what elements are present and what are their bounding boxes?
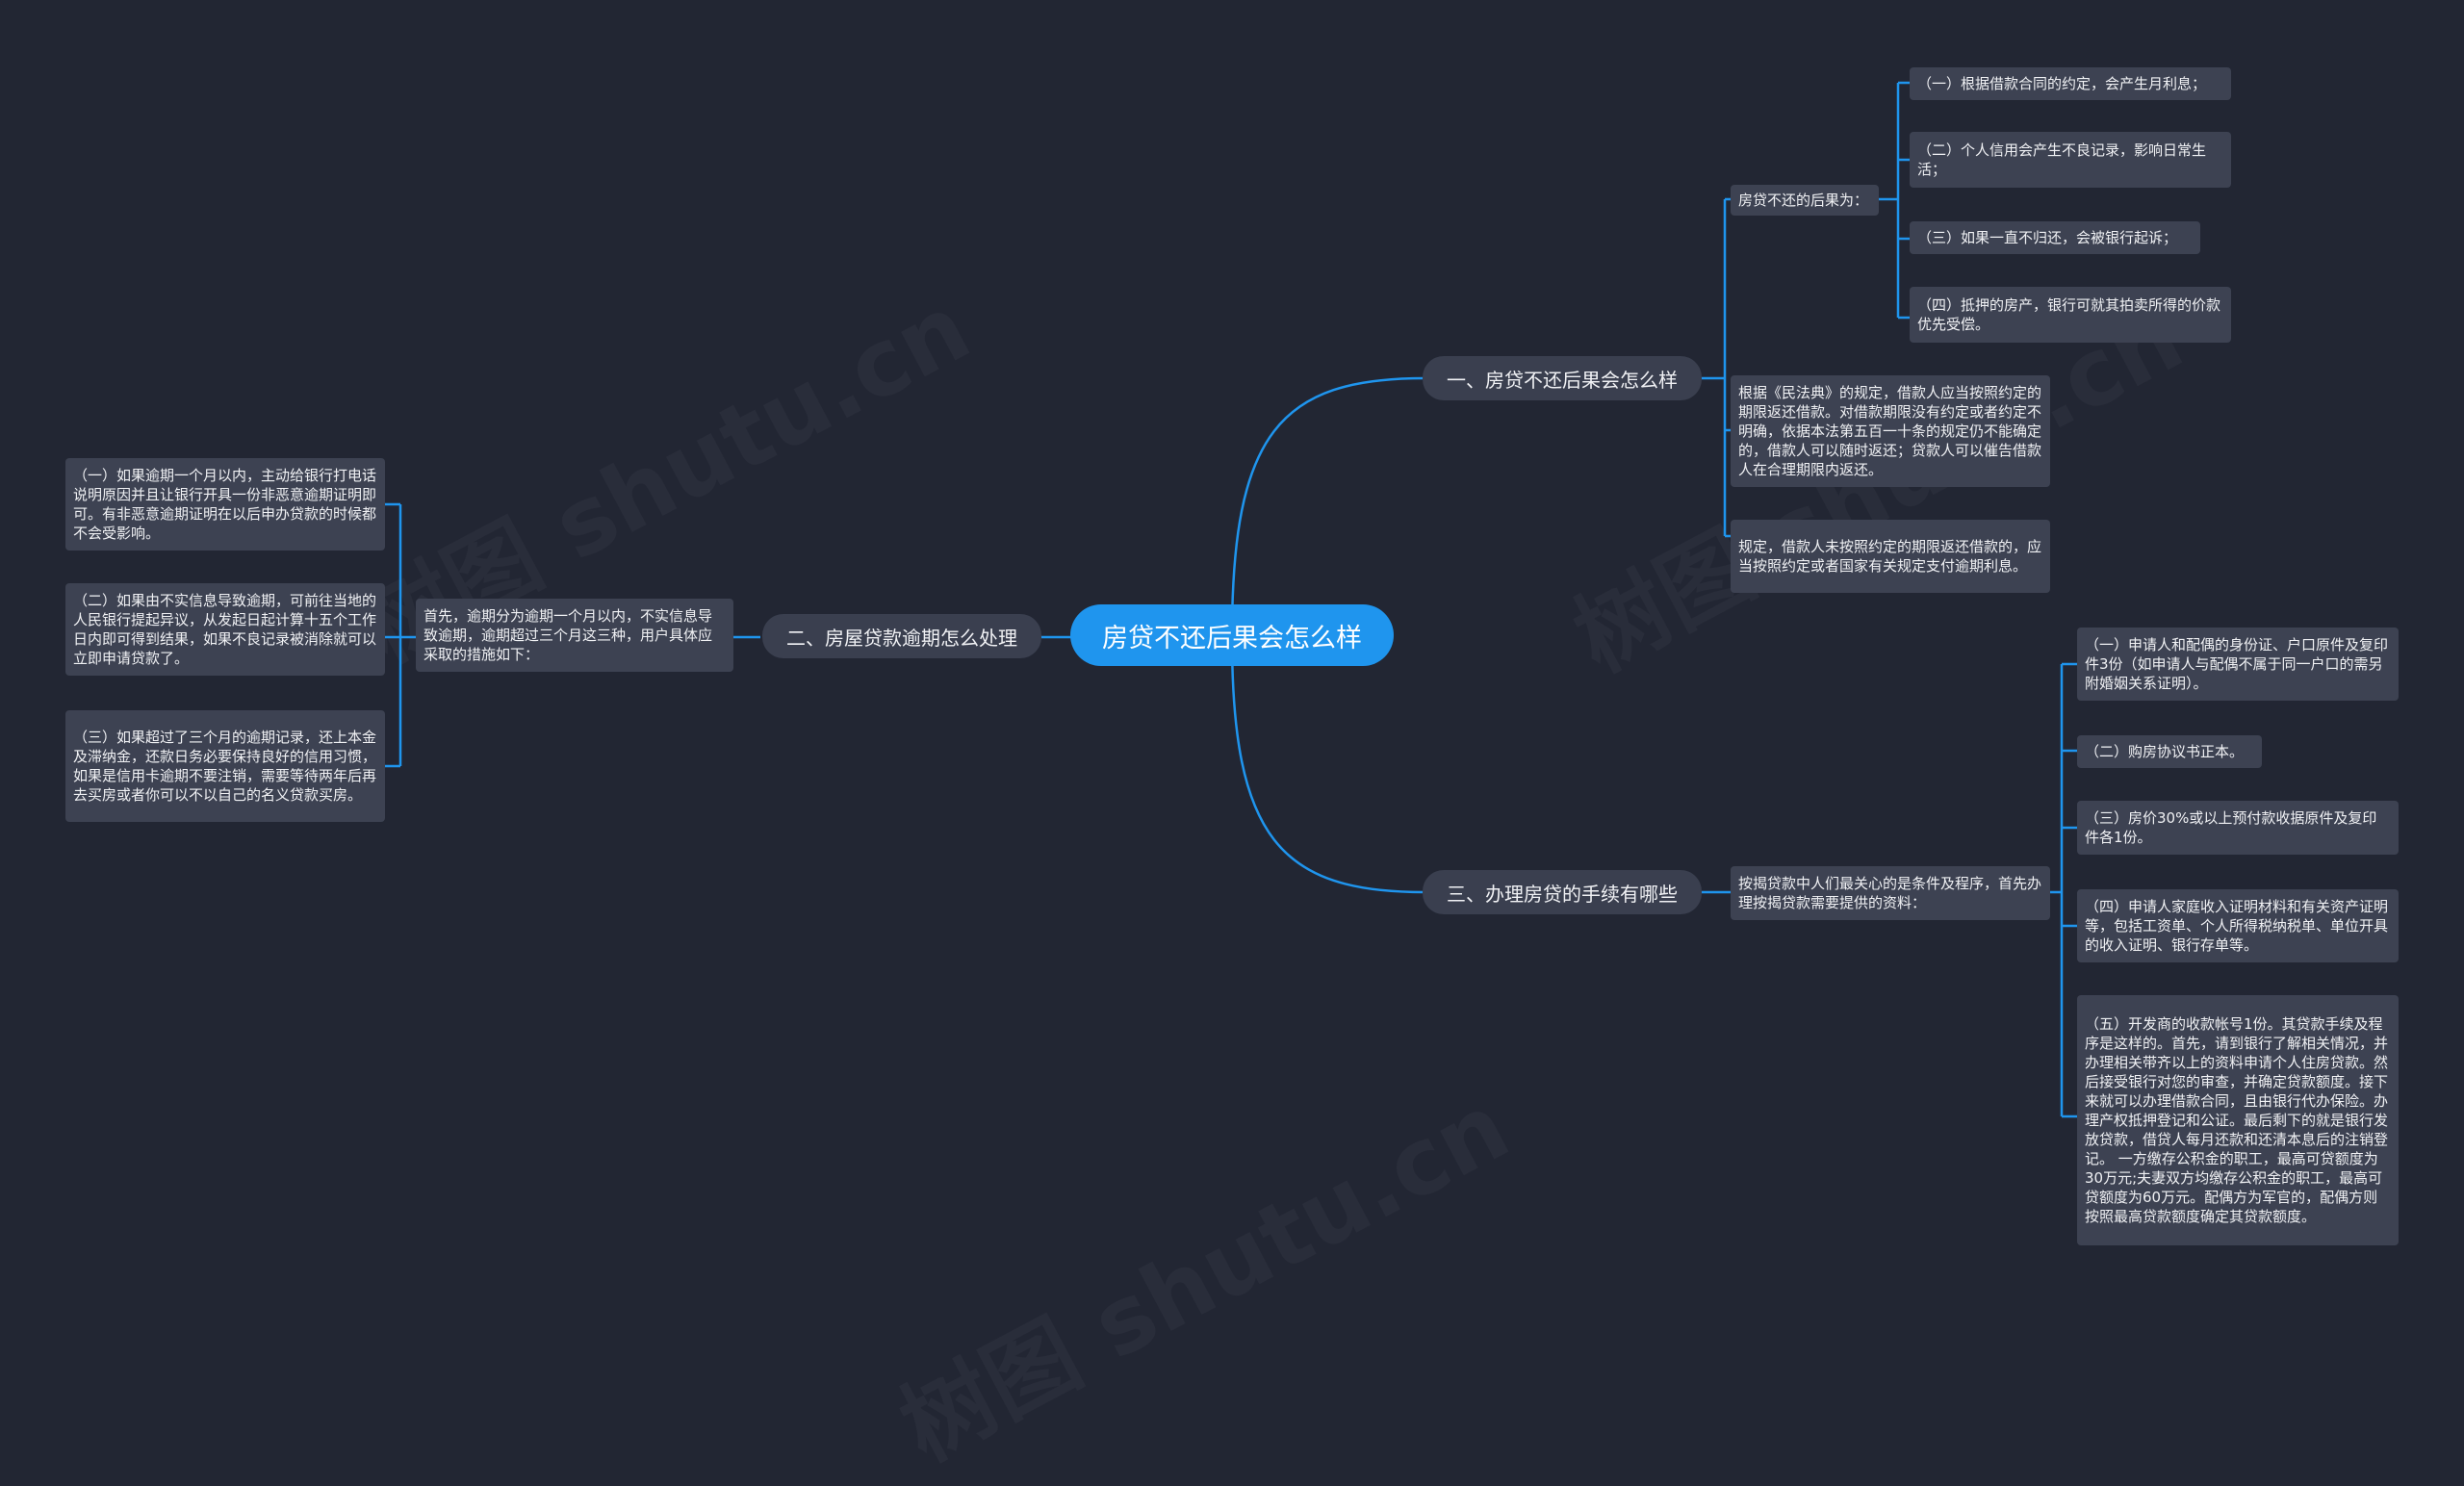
overdue-item[interactable]: （一）如果逾期一个月以内，主动给银行打电话说明原因并且让银行开具一份非恶意逾期证… xyxy=(65,458,385,551)
root-topic[interactable]: 房贷不还后果会怎么样 xyxy=(1070,604,1394,666)
consequence-header[interactable]: 房贷不还的后果为： xyxy=(1731,185,1879,216)
branch-mortgage-procedure[interactable]: 三、办理房贷的手续有哪些 xyxy=(1423,870,1702,914)
mindmap-canvas: 树图 shutu.cn 树图 shutu.cn 树图 shutu.cn 房贷不还… xyxy=(65,67,2399,1245)
procedure-item[interactable]: （五）开发商的收款帐号1份。其贷款手续及程序是这样的。首先，请到银行了解相关情况… xyxy=(2077,995,2399,1245)
procedure-intro[interactable]: 按揭贷款中人们最关心的是条件及程序，首先办理按揭贷款需要提供的资料： xyxy=(1731,866,2050,920)
connector-root-branch3 xyxy=(1230,636,1425,894)
branch-consequences[interactable]: 一、房贷不还后果会怎么样 xyxy=(1423,356,1702,400)
procedure-item[interactable]: （二）购房协议书正本。 xyxy=(2077,735,2262,768)
procedure-item[interactable]: （四）申请人家庭收入证明材料和有关资产证明等，包括工资单、个人所得税纳税单、单位… xyxy=(2077,889,2399,962)
branch-overdue-handling[interactable]: 二、房屋贷款逾期怎么处理 xyxy=(762,614,1041,658)
overdue-item[interactable]: （三）如果超过了三个月的逾期记录，还上本金及滞纳金，还款日务必要保持良好的信用习… xyxy=(65,710,385,822)
procedure-item[interactable]: （一）申请人和配偶的身份证、户口原件及复印件3份（如申请人与配偶不属于同一户口的… xyxy=(2077,628,2399,701)
overdue-intro[interactable]: 首先，逾期分为逾期一个月以内，不实信息导致逾期，逾期超过三个月这三种，用户具体应… xyxy=(416,599,733,672)
overdue-item[interactable]: （二）如果由不实信息导致逾期，可前往当地的人民银行提起异议，从发起日起计算十五个… xyxy=(65,583,385,676)
connector-root-branch1 xyxy=(1230,376,1425,638)
consequence-item[interactable]: （四）抵押的房产，银行可就其拍卖所得的价款优先受偿。 xyxy=(1910,287,2231,343)
connector-branch3-items xyxy=(2050,662,2077,1118)
connector-consequences xyxy=(1879,81,1910,320)
connector-branch2-items xyxy=(385,502,416,768)
civil-code-note[interactable]: 根据《民法典》的规定，借款人应当按照约定的期限返还借款。对借款期限没有约定或者约… xyxy=(1731,375,2050,487)
connector-lines xyxy=(385,81,2077,1118)
connector-branch1-children xyxy=(1702,197,1732,538)
consequence-item[interactable]: （一）根据借款合同的约定，会产生月利息； xyxy=(1910,67,2231,100)
consequence-item[interactable]: （三）如果一直不归还，会被银行起诉； xyxy=(1910,221,2200,254)
consequence-item[interactable]: （二）个人信用会产生不良记录，影响日常生活； xyxy=(1910,132,2231,188)
procedure-item[interactable]: （三）房价30%或以上预付款收据原件及复印件各1份。 xyxy=(2077,801,2399,855)
regulation-note[interactable]: 规定，借款人未按照约定的期限返还借款的，应当按照约定或者国家有关规定支付逾期利息… xyxy=(1731,520,2050,593)
